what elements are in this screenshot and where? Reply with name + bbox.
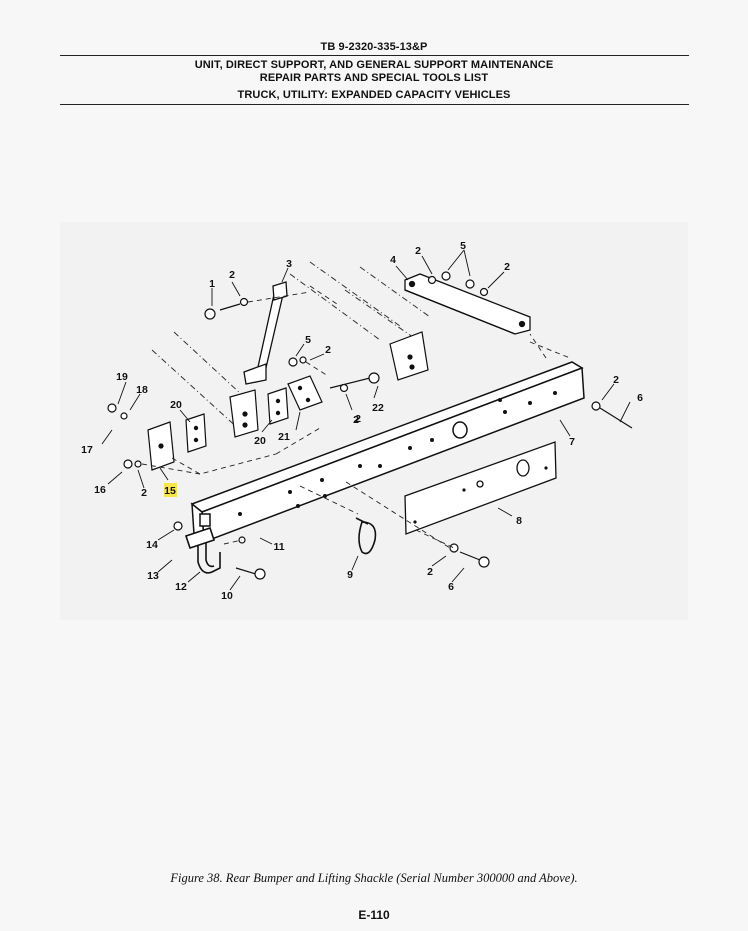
- figure-caption: Figure 38. Rear Bumper and Lifting Shack…: [170, 871, 578, 885]
- callout-label: 4: [390, 254, 396, 266]
- callout-label: 6: [637, 392, 643, 404]
- header-title-line2: REPAIR PARTS AND SPECIAL TOOLS LIST: [259, 72, 489, 84]
- callout-label: 12: [175, 581, 187, 593]
- callout-label: 1: [209, 278, 215, 290]
- callout-label: 2: [613, 374, 619, 386]
- callout-label: 17: [81, 444, 93, 456]
- callout-label: 2: [141, 487, 147, 499]
- callout-label: 11: [273, 541, 284, 553]
- right-rail-end: [389, 331, 429, 381]
- assembly-lines: [141, 285, 571, 549]
- callout-label: 2: [229, 269, 235, 281]
- callout-label: 16: [94, 484, 106, 496]
- callout-label: 5: [305, 334, 311, 346]
- callout-highlight: [164, 483, 177, 497]
- left-rail-bracket: [229, 389, 259, 438]
- exploded-view-diagram: 1 2 3 2 5 2 4 5 2 19 18 20 22 2 2 6 17 2…: [60, 222, 688, 620]
- callout-label: 7: [569, 436, 575, 448]
- callout-label: 10: [221, 590, 233, 602]
- callout-label: 19: [116, 371, 128, 383]
- callout-label: 8: [516, 515, 522, 527]
- callout-label: 2: [427, 566, 433, 578]
- u-bolt: [184, 526, 221, 574]
- figure-background: [60, 222, 688, 620]
- lifting-shackle: [355, 517, 377, 555]
- header-rule-bottom: [60, 104, 689, 105]
- page-number: E-110: [358, 908, 390, 922]
- callout-label: 2: [415, 245, 421, 257]
- callout-label: 9: [347, 569, 353, 581]
- callout-label: 14: [146, 539, 158, 551]
- angle-brackets: [185, 375, 323, 453]
- callout-labels: 1 2 3 2 5 2 4 5 2 19 18 20 22 2 2 6 17 2…: [81, 240, 643, 602]
- doc-number: TB 9-2320-335-13&P: [320, 41, 428, 53]
- header-title-line1: UNIT, DIRECT SUPPORT, AND GENERAL SUPPOR…: [194, 59, 554, 71]
- callout-label: 20: [170, 399, 182, 411]
- callout-label: 18: [136, 384, 148, 396]
- callout-label: 2: [353, 414, 359, 426]
- callout-label: 20: [254, 435, 266, 447]
- leader-arrows: [101, 249, 631, 591]
- callout-label: 2: [325, 344, 331, 356]
- callout-label: 22: [372, 402, 384, 414]
- callout-label: 6: [448, 581, 454, 593]
- upper-crossmember: [404, 273, 531, 335]
- end-plate: [147, 421, 175, 471]
- callout-label: 3: [286, 258, 292, 270]
- callout-label: 2: [355, 413, 361, 425]
- callout-label: 21: [278, 431, 290, 443]
- callout-label: 2: [504, 261, 510, 273]
- bolts-and-washers: [107, 271, 633, 580]
- callout-label: 15: [164, 485, 176, 497]
- callout-label: 13: [147, 570, 159, 582]
- callout-label: 5: [460, 240, 466, 252]
- header-rule-top: [60, 55, 689, 56]
- header-title-line3: TRUCK, UTILITY: EXPANDED CAPACITY VEHICL…: [237, 89, 511, 101]
- plate-bracket: [404, 441, 557, 535]
